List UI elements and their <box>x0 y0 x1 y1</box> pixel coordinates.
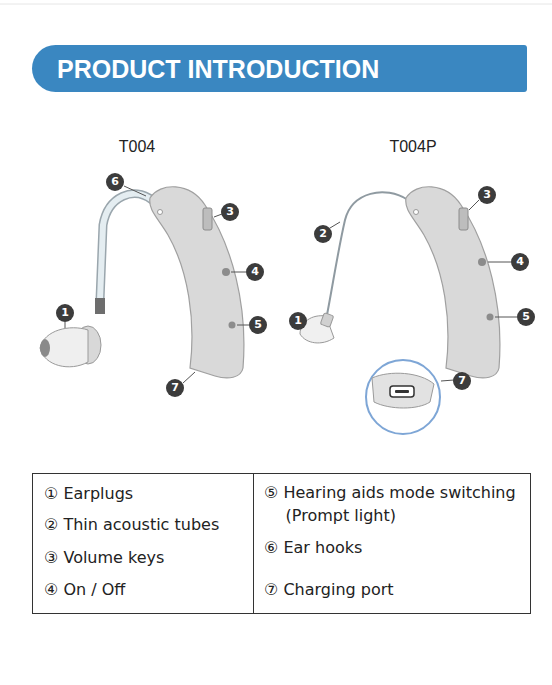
callout-number: 3 <box>221 203 239 221</box>
table-cell: ① Earplugs <box>44 482 249 505</box>
top-rule <box>0 4 552 5</box>
callout-number: 5 <box>249 316 267 334</box>
table-cell: ⑥ Ear hooks <box>264 536 522 559</box>
callout-number: 5 <box>517 308 535 326</box>
title: PRODUCT INTRODUCTION <box>57 52 379 86</box>
parts-table <box>33 474 531 614</box>
callout-number: 7 <box>453 372 471 390</box>
callout-number: 4 <box>511 253 529 271</box>
callout-number: 4 <box>246 263 264 281</box>
table-cell: ③ Volume keys <box>44 546 249 569</box>
table-cell: ② Thin acoustic tubes <box>44 513 249 536</box>
t004p-device <box>300 187 517 434</box>
callout-number: 2 <box>314 225 332 243</box>
model-label: T004 <box>77 138 197 156</box>
callout-number: 3 <box>478 186 496 204</box>
table-cell: ⑦ Charging port <box>264 578 522 601</box>
model-label: T004P <box>353 138 473 156</box>
t004-device <box>40 186 249 383</box>
table-cell: ⑤ Hearing aids mode switching (Prompt li… <box>264 481 522 527</box>
callout-number: 7 <box>166 379 184 397</box>
callout-number: 1 <box>289 312 307 330</box>
callout-number: 6 <box>106 173 124 191</box>
table-cell: ④ On / Off <box>44 578 249 601</box>
callout-number: 1 <box>56 304 74 322</box>
